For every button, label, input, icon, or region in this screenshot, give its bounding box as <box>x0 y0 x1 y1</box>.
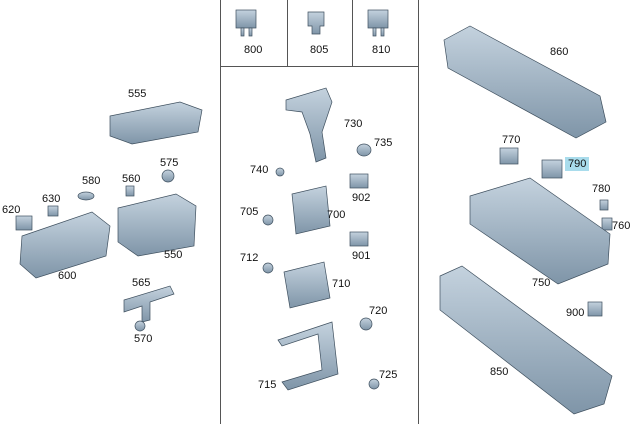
fuse-780-shape <box>599 199 609 211</box>
nut-720-shape <box>359 317 373 331</box>
label-560: 560 <box>122 173 141 185</box>
label-712: 712 <box>240 252 259 264</box>
bracket-565-shape <box>123 285 175 323</box>
label-575: 575 <box>160 157 179 169</box>
label-700: 700 <box>327 209 346 221</box>
screw-740-shape <box>275 167 285 177</box>
divider-top-panel <box>220 66 418 67</box>
frame-850-shape <box>439 265 613 415</box>
label-735: 735 <box>374 137 393 149</box>
label-720: 720 <box>369 305 388 317</box>
label-900: 900 <box>566 307 585 319</box>
label-550: 550 <box>164 249 183 261</box>
label-850: 850 <box>490 366 509 378</box>
divider-left <box>220 0 221 424</box>
divider-top-2 <box>352 0 353 66</box>
label-810: 810 <box>372 44 391 56</box>
label-805: 805 <box>310 44 329 56</box>
clip-630-shape <box>47 205 59 217</box>
bracket-730-shape <box>285 87 333 163</box>
label-770: 770 <box>502 134 521 146</box>
plug-900-shape <box>587 301 603 317</box>
box-600-shape <box>19 211 111 279</box>
label-800: 800 <box>244 44 263 56</box>
relay-810-shape <box>367 9 389 37</box>
label-555: 555 <box>128 88 147 100</box>
screw-575-shape <box>161 169 175 183</box>
cap-901-shape <box>349 231 369 247</box>
cover-555-shape <box>109 101 203 145</box>
clip-760-shape <box>601 217 613 231</box>
clip-560-shape <box>125 185 135 197</box>
label-600: 600 <box>58 270 77 282</box>
label-730: 730 <box>344 118 363 130</box>
label-740: 740 <box>250 164 269 176</box>
module-700-shape <box>291 185 331 235</box>
label-630: 630 <box>42 193 61 205</box>
divider-top-1 <box>287 0 288 66</box>
cap-902-shape <box>349 173 369 189</box>
label-860: 860 <box>550 46 569 58</box>
divider-right <box>418 0 419 424</box>
relay-800-shape <box>235 9 257 37</box>
screw-705-shape <box>262 214 274 226</box>
label-705: 705 <box>240 206 259 218</box>
relay-770-shape <box>499 147 519 165</box>
label-710: 710 <box>332 278 351 290</box>
label-620: 620 <box>2 204 21 216</box>
label-750: 750 <box>532 277 551 289</box>
nut-712-shape <box>262 262 274 274</box>
label-760: 760 <box>612 220 631 232</box>
label-580: 580 <box>82 175 101 187</box>
label-565: 565 <box>132 277 151 289</box>
label-780: 780 <box>592 183 611 195</box>
label-725: 725 <box>379 369 398 381</box>
fuse-805-shape <box>307 11 325 35</box>
fuse-box-550-shape <box>117 193 197 257</box>
screw-725-shape <box>368 378 380 390</box>
nut-735-shape <box>356 143 372 157</box>
cover-860-shape <box>443 25 607 139</box>
label-902: 902 <box>352 192 371 204</box>
label-790-highlighted: 790 <box>565 157 590 171</box>
label-570: 570 <box>134 333 153 345</box>
plug-580-shape <box>77 191 95 201</box>
nut-570-shape <box>134 320 146 332</box>
label-715: 715 <box>258 379 277 391</box>
relay-620-shape <box>15 215 33 231</box>
label-901: 901 <box>352 250 371 262</box>
module-710-shape <box>283 261 331 309</box>
fuse-box-750-shape <box>469 177 611 285</box>
relay-790-shape <box>541 159 563 179</box>
frame-715-shape <box>277 321 339 391</box>
